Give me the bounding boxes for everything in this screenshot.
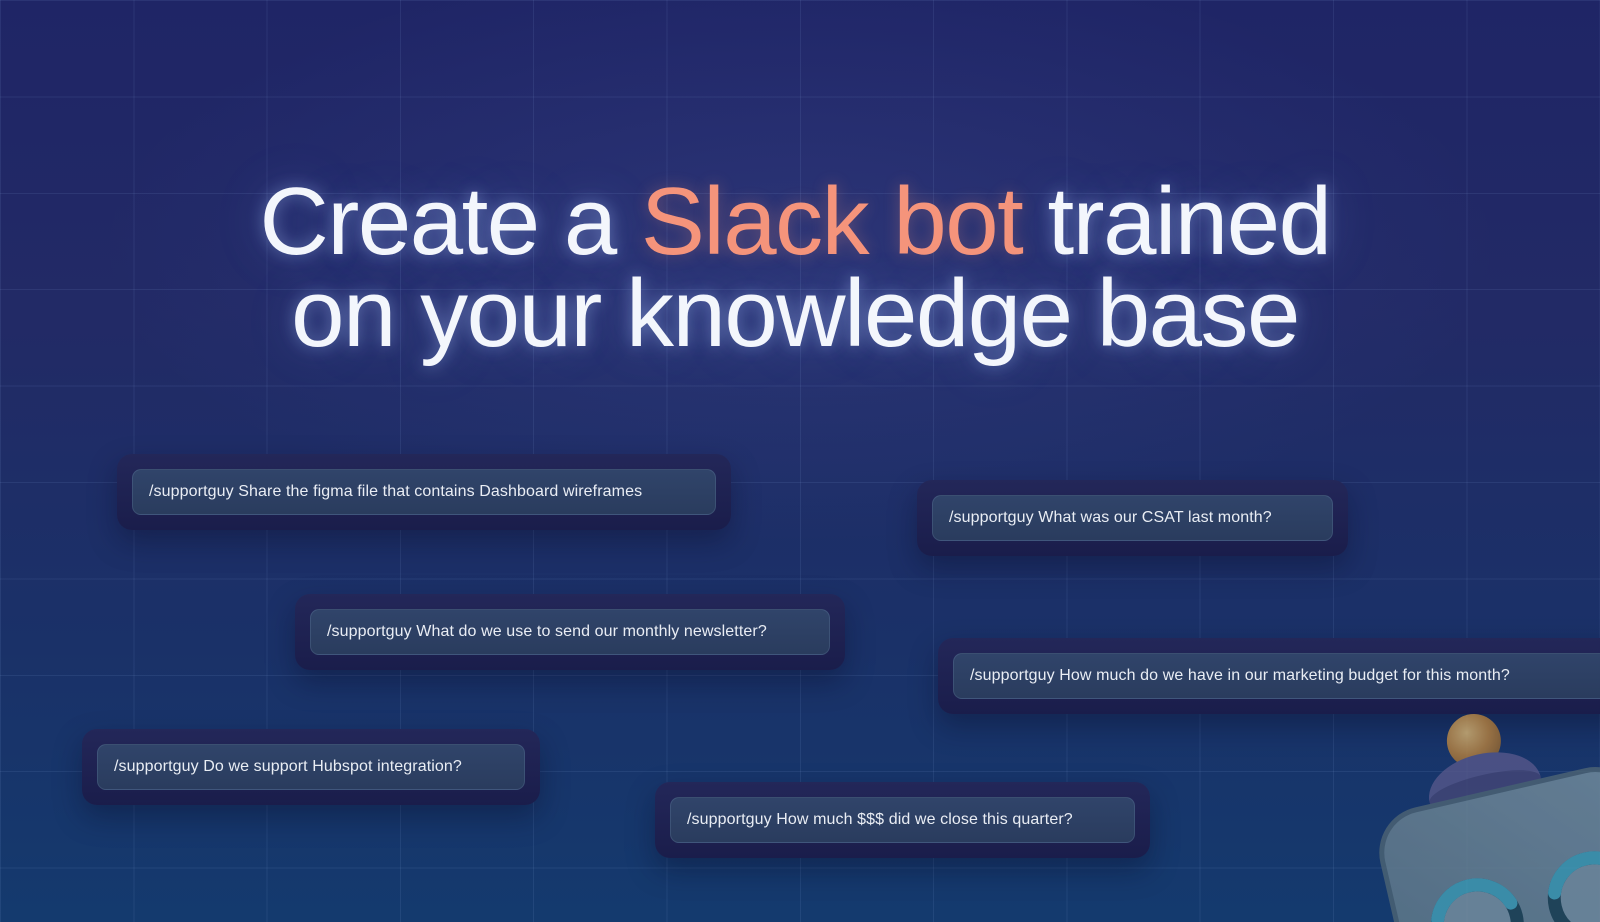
page-title: Create a Slack bot trained on your knowl…	[0, 174, 1590, 367]
headline-accent: Slack bot	[640, 168, 1024, 275]
headline-suffix: trained	[1022, 168, 1332, 275]
robot-face-icon	[1379, 713, 1600, 922]
slash-command-bubble-revenue: /supportguy How much $$$ did we close th…	[655, 782, 1150, 858]
slash-command-text: /supportguy How much $$$ did we close th…	[670, 797, 1135, 843]
slash-command-text: /supportguy Do we support Hubspot integr…	[97, 744, 525, 790]
headline-line-2: on your knowledge base	[291, 260, 1300, 367]
slash-command-bubble-budget: /supportguy How much do we have in our m…	[938, 638, 1600, 714]
slash-command-bubble-hubspot: /supportguy Do we support Hubspot integr…	[82, 729, 540, 805]
headline-line-1: Create a Slack bot trained	[0, 174, 1590, 270]
slash-command-bubble-newsletter: /supportguy What do we use to send our m…	[295, 594, 845, 670]
slash-command-text: /supportguy Share the figma file that co…	[132, 469, 716, 515]
slash-command-bubble-figma: /supportguy Share the figma file that co…	[117, 454, 731, 530]
headline-prefix: Create a	[259, 168, 641, 275]
slash-command-text: /supportguy How much do we have in our m…	[953, 653, 1600, 699]
slash-command-text: /supportguy What was our CSAT last month…	[932, 495, 1333, 541]
slash-command-bubble-csat: /supportguy What was our CSAT last month…	[917, 480, 1348, 556]
slash-command-text: /supportguy What do we use to send our m…	[310, 609, 830, 655]
